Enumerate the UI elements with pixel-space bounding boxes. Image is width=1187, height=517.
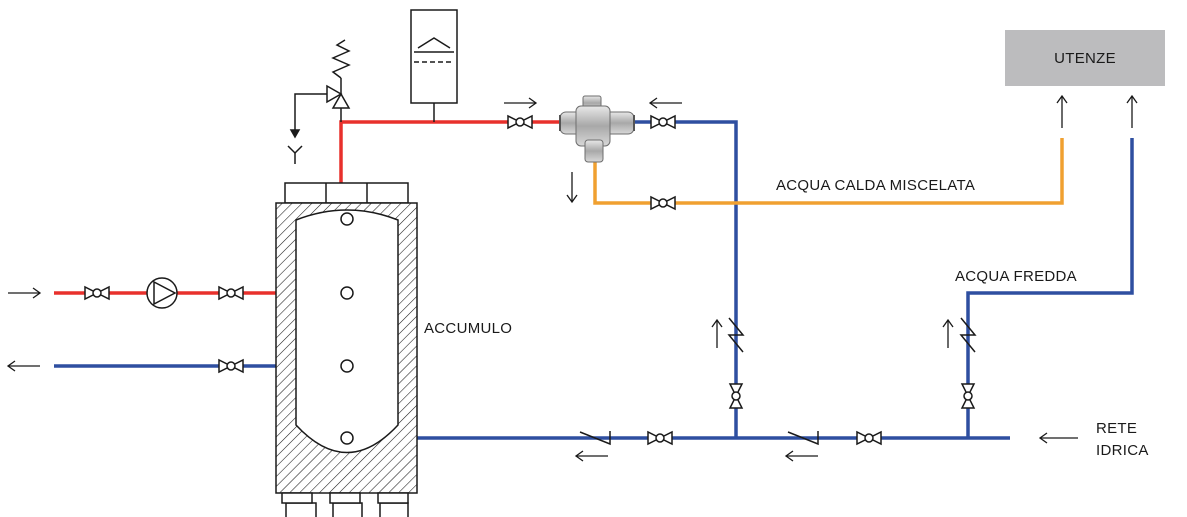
- users-box: UTENZE: [1005, 30, 1165, 86]
- safety-valve: [287, 39, 351, 164]
- gate-valve-main-2: [856, 431, 882, 445]
- tank-port-1: [340, 212, 354, 226]
- gate-valve-hot: [507, 115, 533, 129]
- arrow-riser-1: [711, 318, 723, 348]
- arrow-up-mixed-user: [1056, 94, 1068, 128]
- tank-port-2: [340, 286, 354, 300]
- flow-arrows: [6, 94, 1138, 462]
- tank-port-3: [340, 359, 354, 373]
- mixed-water-pipe: [593, 138, 1064, 205]
- arrow-in-left: [8, 287, 42, 299]
- water-supply-label-1: RETE: [1096, 420, 1138, 437]
- gate-valve-riser-1: [729, 383, 743, 409]
- users-label: UTENZE: [1054, 49, 1116, 67]
- arrow-down-mixed: [566, 172, 578, 204]
- gate-valve-main-1: [647, 431, 673, 445]
- expansion-vessel: [410, 9, 458, 122]
- tank-feet: [281, 492, 409, 517]
- circulation-pump: [146, 277, 178, 309]
- storage-tank: [275, 182, 418, 517]
- tank-inner-vessel: [295, 209, 399, 454]
- gate-valve-mixed: [650, 196, 676, 210]
- check-valve-main-1: [579, 431, 611, 446]
- gate-valve-riser-2: [961, 383, 975, 409]
- accumulator-label: ACCUMULO: [424, 320, 513, 337]
- tank-port-4: [340, 431, 354, 445]
- check-valve-riser-1: [727, 317, 745, 353]
- cold-water-label: ACQUA FREDDA: [955, 268, 1077, 285]
- check-valve-riser-2: [959, 317, 977, 353]
- gate-valve-inlet-2: [218, 286, 244, 300]
- arrow-riser-2: [942, 318, 954, 348]
- water-supply-label-2: IDRICA: [1096, 442, 1149, 459]
- gate-valve-return: [218, 359, 244, 373]
- arrow-right-hot: [504, 97, 538, 109]
- hot-outlet-pipe: [339, 120, 592, 188]
- gate-valve-cold-mixer: [650, 115, 676, 129]
- arrow-main-1: [574, 450, 608, 462]
- arrow-main-2: [784, 450, 818, 462]
- mixing-valve: [559, 95, 635, 163]
- mixed-to-users-pipe: [593, 138, 1064, 205]
- cold-to-users-pipe: [966, 138, 1134, 438]
- arrow-left-cold: [648, 97, 682, 109]
- arrow-out-left: [6, 360, 40, 372]
- arrow-up-cold-user: [1126, 94, 1138, 128]
- mixed-hot-water-label: ACQUA CALDA MISCELATA: [776, 177, 976, 194]
- check-valves: [579, 317, 977, 446]
- gate-valve-inlet-1: [84, 286, 110, 300]
- arrow-supply-in: [1038, 432, 1078, 444]
- cold-to-mixer-pipe: [630, 120, 738, 438]
- check-valve-main-2: [787, 431, 819, 446]
- tank-top-flange: [284, 182, 409, 204]
